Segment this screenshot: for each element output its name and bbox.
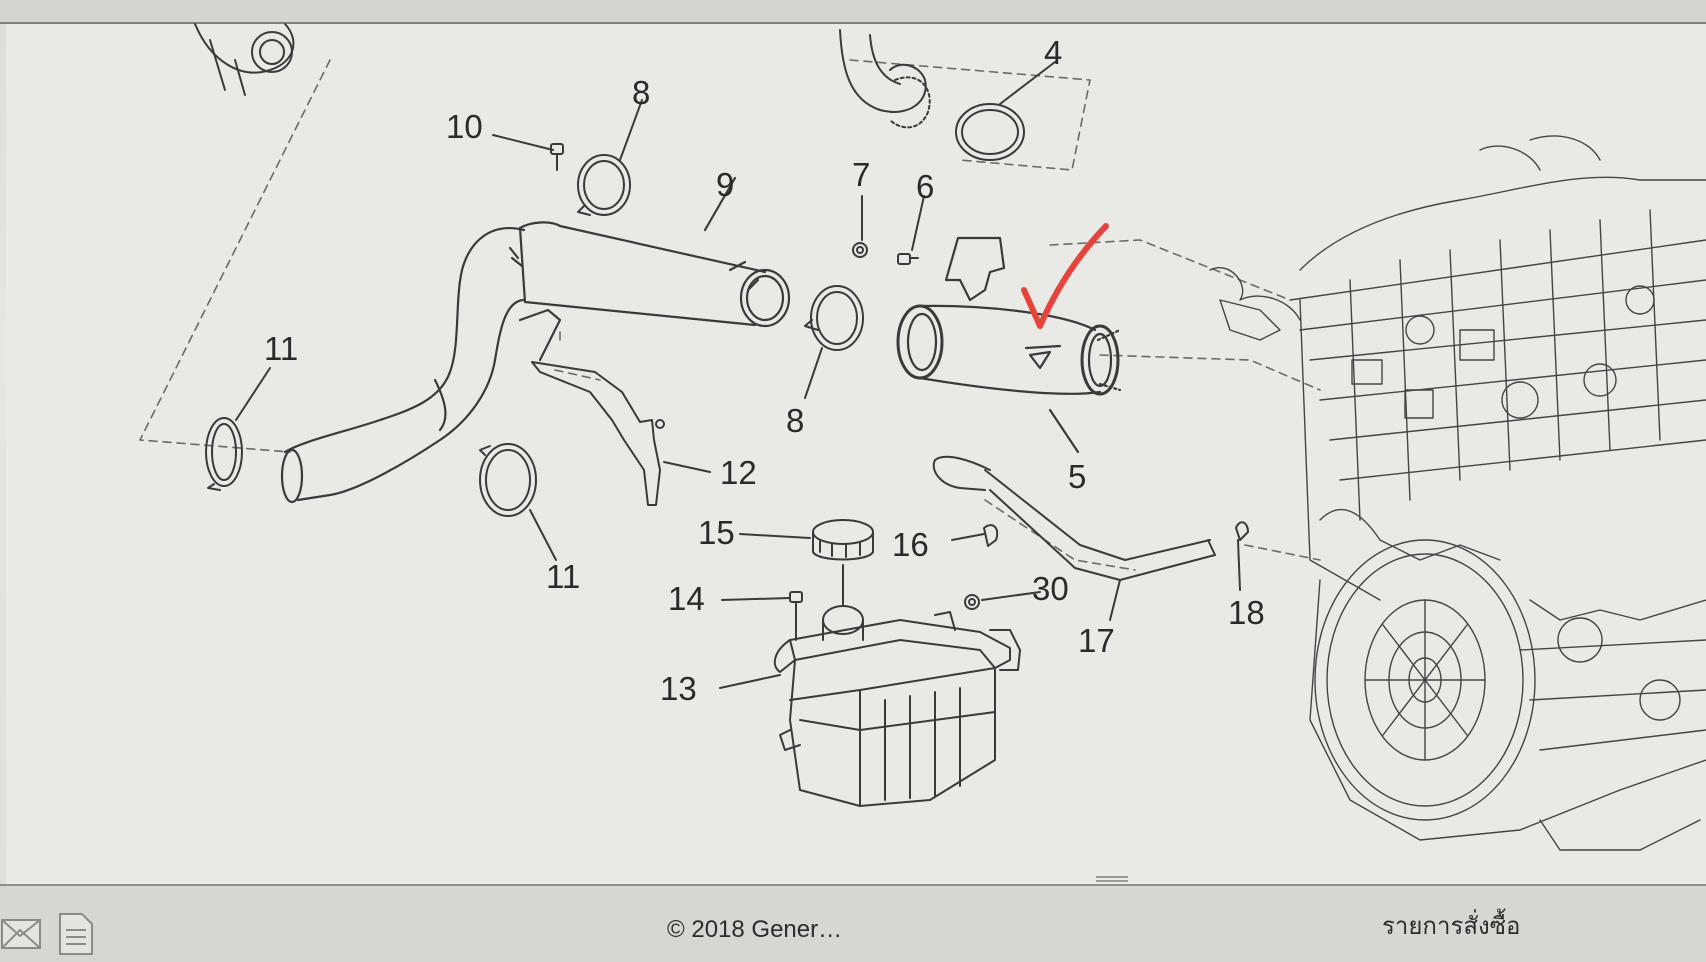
part-30-nut bbox=[964, 591, 1041, 610]
callout-4: 4 bbox=[1044, 34, 1063, 71]
document-icon[interactable] bbox=[56, 910, 96, 956]
callout-5: 5 bbox=[1068, 458, 1087, 495]
callout-12: 12 bbox=[720, 454, 757, 491]
part-4-hose bbox=[839, 29, 1056, 161]
callout-11-right: 11 bbox=[546, 558, 581, 595]
copyright-text: © 2018 Gener… bbox=[667, 916, 843, 943]
part-18-clip bbox=[1235, 521, 1249, 591]
assembly-outline bbox=[139, 59, 1321, 571]
callout-6: 6 bbox=[916, 168, 935, 205]
part-7-nut bbox=[852, 195, 868, 258]
part-14-bolt bbox=[721, 591, 803, 641]
callout-14: 14 bbox=[668, 580, 705, 617]
red-check-marker bbox=[1021, 223, 1109, 329]
callout-11-left: 11 bbox=[264, 330, 299, 367]
callout-9: 9 bbox=[716, 166, 735, 203]
callout-18: 18 bbox=[1228, 594, 1265, 631]
callout-16: 16 bbox=[892, 526, 929, 563]
callout-30: 30 bbox=[1032, 570, 1069, 607]
callout-13: 13 bbox=[660, 670, 697, 707]
callout-17: 17 bbox=[1078, 622, 1115, 659]
footer-bar bbox=[0, 884, 1706, 962]
part-12-bracket bbox=[531, 361, 711, 506]
part-15-cap bbox=[739, 519, 874, 606]
callout-15: 15 bbox=[698, 514, 735, 551]
part-11-clamp-right bbox=[479, 443, 557, 561]
part-8-clamp-middle bbox=[804, 285, 864, 399]
part-16-clip bbox=[951, 524, 999, 547]
top-toolbar bbox=[0, 0, 1706, 24]
panel-splitter-handle[interactable] bbox=[1096, 876, 1128, 886]
order-list-link[interactable]: รายการสั่งซื้อ bbox=[1382, 913, 1521, 940]
throttle-body-part bbox=[194, 23, 295, 96]
callout-10: 10 bbox=[446, 108, 483, 145]
callout-7: 7 bbox=[852, 156, 871, 193]
diagram-panel bbox=[6, 24, 1706, 884]
part-17-vent-pipe bbox=[932, 455, 1216, 621]
part-10-bolt bbox=[492, 134, 564, 171]
part-13-reservoir bbox=[719, 605, 1021, 807]
callout-8-upper: 8 bbox=[632, 74, 651, 111]
engine-assembly bbox=[1209, 135, 1706, 851]
part-9-intercooler-pipe bbox=[280, 176, 791, 504]
part-11-clamp-left bbox=[205, 367, 271, 491]
callout-8-middle: 8 bbox=[786, 402, 805, 439]
parts-diagram bbox=[139, 23, 1706, 851]
part-6-bolt bbox=[897, 195, 925, 265]
part-8-clamp-upper bbox=[577, 99, 643, 216]
part-5-charge-hose bbox=[896, 236, 1122, 454]
mail-icon[interactable] bbox=[0, 914, 44, 954]
